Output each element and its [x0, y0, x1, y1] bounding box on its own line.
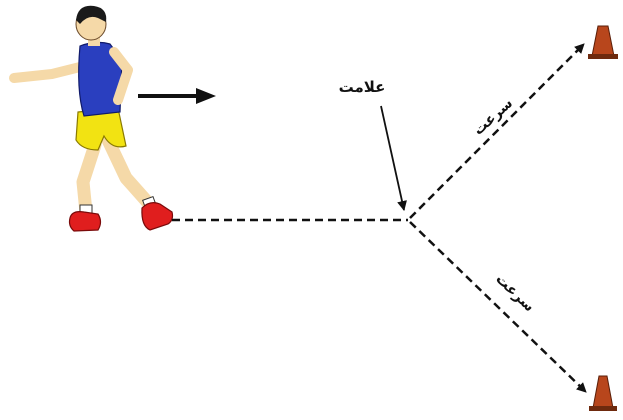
right-shoe	[141, 202, 174, 231]
left-shoe	[68, 211, 102, 232]
runner-figure	[9, 5, 174, 232]
right-arrow-icon	[138, 88, 216, 104]
hair	[76, 5, 107, 24]
upper-branch-path	[409, 43, 585, 219]
upper-speed-label: سرعت	[471, 95, 517, 138]
traffic-cone-icon	[589, 375, 617, 411]
dashed-path	[172, 43, 587, 393]
marker-pointer-arrow	[380, 105, 407, 211]
traffic-cone-icon	[588, 25, 618, 59]
marker-label: علامت	[339, 78, 386, 96]
lower-branch-path	[409, 221, 587, 393]
shorts	[75, 107, 127, 151]
